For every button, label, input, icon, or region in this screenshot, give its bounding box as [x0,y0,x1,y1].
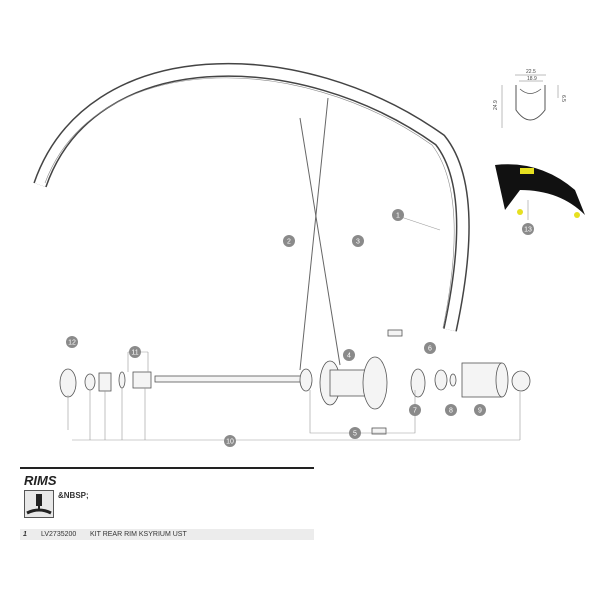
nut [132,371,152,389]
svg-text:3: 3 [356,239,360,246]
table-row[interactable]: 1 LV2735200 KIT REAR RIM KSYRIUM UST [20,529,314,540]
svg-text:4: 4 [347,353,351,360]
dim-height: 24.9 [493,100,499,110]
hub-body [319,356,388,410]
washer [118,371,126,389]
callout-13: 13 [522,223,534,235]
callout-11: 11 [129,346,141,358]
part-ref: LV2735200 [41,531,77,538]
callout-1: 1 [392,209,404,221]
callout-3: 3 [352,235,364,247]
axle [154,375,304,383]
svg-text:1: 1 [396,213,400,220]
tubeless-valve-icon [24,490,54,518]
freehub-body-9 [461,362,509,398]
leader-lines [67,200,529,441]
seal-8 [434,369,448,391]
bearing [84,373,96,391]
pawl-5 [371,427,387,435]
svg-text:12: 12 [68,340,76,347]
svg-text:5: 5 [353,431,357,438]
icon-label: &NBSP; [58,491,89,500]
part-number: 1 [23,531,27,538]
section-title: RIMS [24,473,57,488]
spoke [299,97,329,371]
callout-9: 9 [474,404,486,416]
rim [33,62,470,332]
rim-cross-section: 22.5 18.9 24.9 6.5 [493,69,566,128]
dim-bead-height: 6.5 [560,95,566,102]
bearing [299,368,313,392]
svg-text:8: 8 [449,408,453,415]
callout-6: 6 [424,342,436,354]
dim-inner-width: 18.9 [527,76,537,82]
callout-8: 8 [445,404,457,416]
bearing [410,368,426,398]
callout-7: 7 [409,404,421,416]
svg-text:6: 6 [428,346,432,353]
callout-10: 10 [224,435,236,447]
part-description: KIT REAR RIM KSYRIUM UST [90,531,187,538]
svg-text:10: 10 [226,439,234,446]
dim-outer-width: 22.5 [526,69,536,75]
svg-text:11: 11 [131,350,138,357]
pawl-6 [387,329,403,337]
svg-text:13: 13 [524,227,532,234]
svg-text:9: 9 [478,408,482,415]
end-cap-12 [59,368,77,398]
svg-text:2: 2 [287,239,291,246]
callout-12: 12 [66,336,78,348]
callout-4: 4 [343,349,355,361]
spoke [299,117,341,366]
washer [449,373,457,387]
section-divider [20,467,314,469]
svg-text:7: 7 [413,408,417,415]
callout-5: 5 [349,427,361,439]
tire-13 [495,164,585,218]
spacer [98,372,112,392]
callout-2: 2 [283,235,295,247]
end-cap [511,370,531,392]
